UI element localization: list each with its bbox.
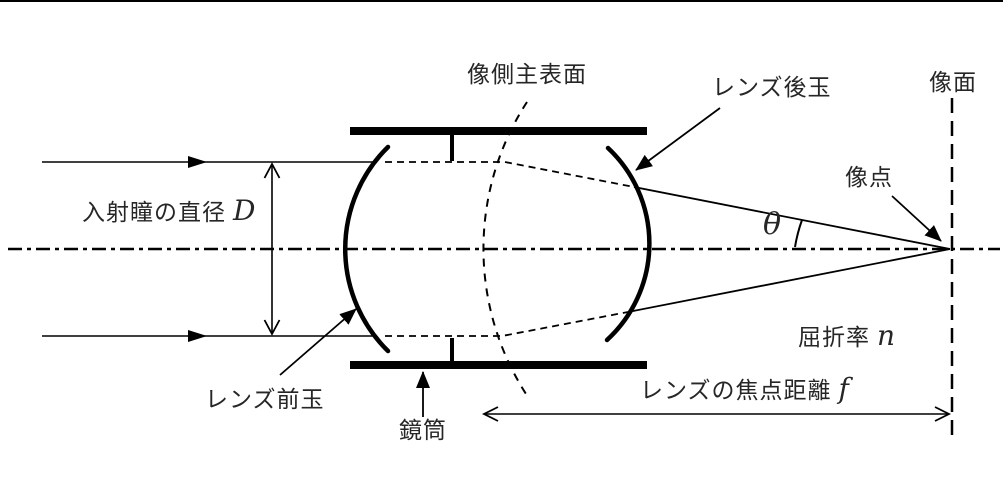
converging-ray-top (633, 186, 951, 250)
pupil-dimension-up-arrowhead-icon (263, 162, 281, 179)
rear-lens-arc (604, 145, 652, 343)
theta-angle-arc (794, 219, 803, 248)
image-plane-label: 像面 (929, 69, 977, 95)
incoming-ray-bottom-arrowhead-icon (188, 330, 207, 342)
image-point-pointer-arrow (891, 195, 942, 242)
front-lens-pointer-arrow (279, 308, 357, 376)
entrance-pupil-label: 入射瞳の直径 D (82, 197, 255, 226)
refractive-index-symbol: n (877, 319, 896, 352)
barrel-label: 鏡筒 (399, 417, 447, 443)
refractive-index-label: 屈折率 n (798, 322, 895, 351)
image-point-label: 像点 (845, 164, 893, 190)
focal-dimension-right-arrowhead-icon (934, 406, 952, 422)
focal-length-symbol: f (838, 372, 849, 405)
entrance-pupil-text: 入射瞳の直径 (82, 199, 226, 225)
focal-length-text: レンズの焦点距離 (640, 377, 832, 403)
rear-lens-label: レンズ後玉 (712, 74, 832, 100)
incoming-ray-top-arrowhead-icon (188, 156, 207, 168)
entrance-pupil-symbol: D (233, 194, 256, 227)
converging-ray-bottom (627, 248, 951, 313)
pupil-dimension-down-arrowhead-icon (263, 319, 281, 336)
focal-dimension-left-arrowhead-icon (481, 406, 499, 422)
theta-label: θ (763, 207, 782, 242)
principal-surface-label: 像側主表面 (467, 61, 587, 87)
rear-lens-pointer-arrow (635, 107, 721, 171)
front-lens-arc (343, 144, 391, 354)
front-lens-label: レンズ前玉 (205, 386, 325, 412)
internal-ray-bottom-dashed (385, 311, 629, 337)
internal-ray-top-dashed (385, 161, 635, 188)
principal-surface-curve (482, 101, 529, 398)
refractive-index-text: 屈折率 (798, 324, 870, 350)
